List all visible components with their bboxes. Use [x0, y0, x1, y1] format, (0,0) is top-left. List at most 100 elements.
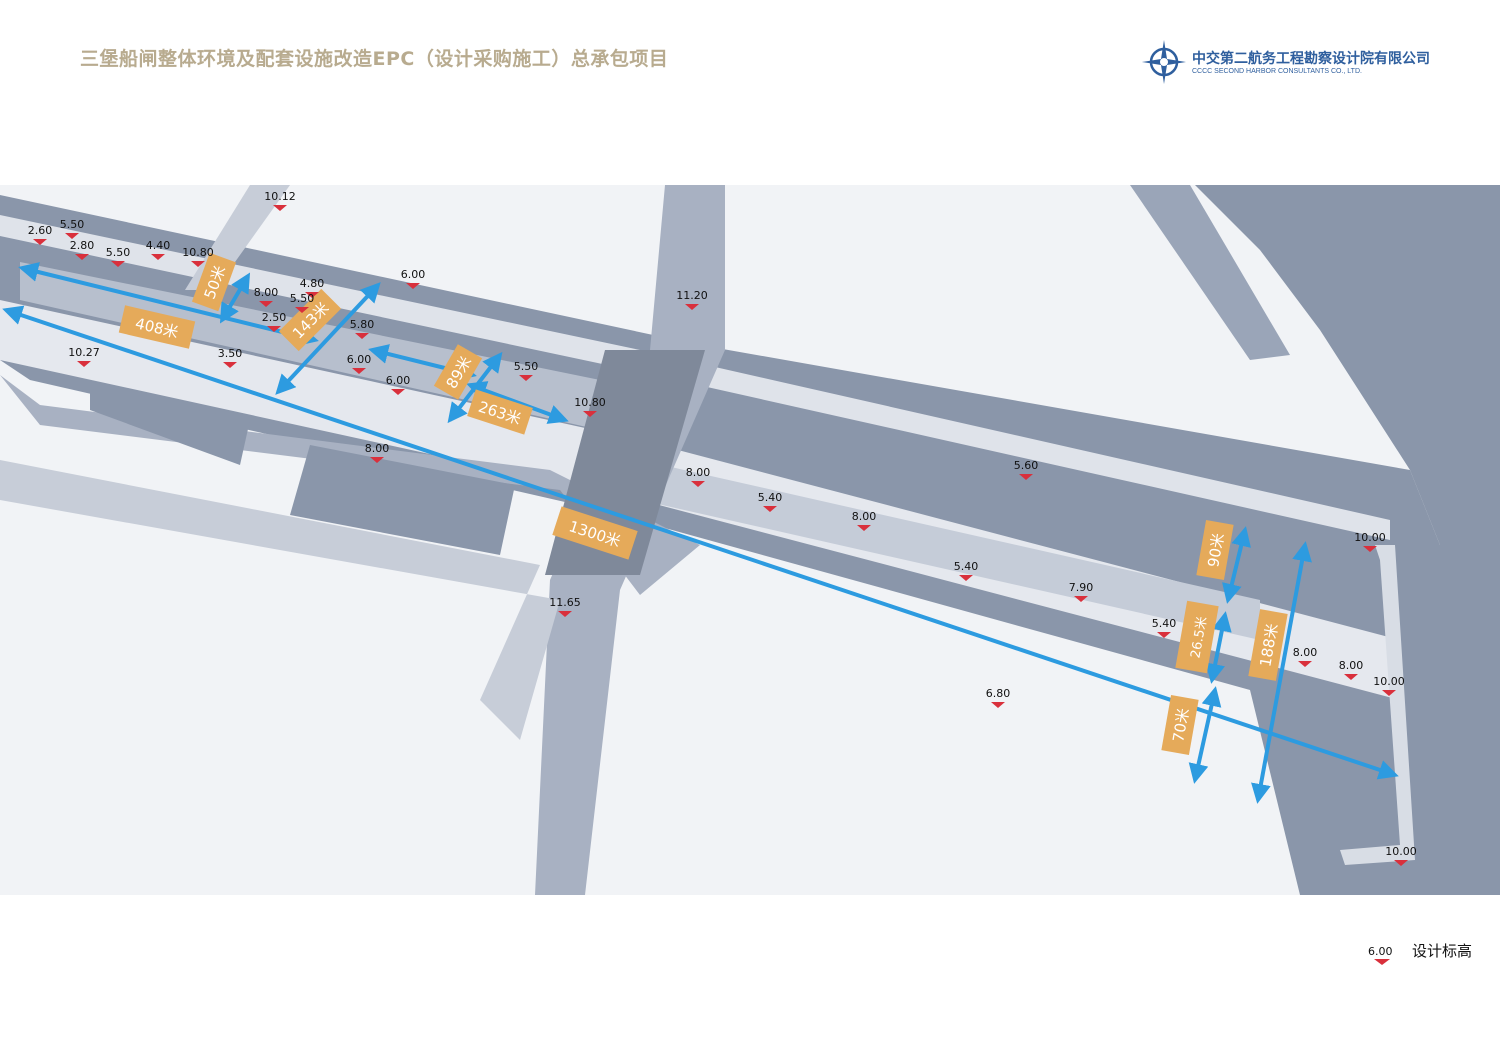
elevation-value: 8.00	[365, 442, 390, 455]
elevation-triangle-icon	[370, 457, 384, 463]
legend-value: 6.00	[1368, 945, 1393, 958]
elevation-marker: 2.80	[70, 239, 94, 260]
elevation-triangle-icon	[519, 375, 533, 381]
elevation-triangle-icon	[151, 254, 165, 260]
arrow-263b	[466, 381, 569, 424]
arrow-188	[1251, 541, 1312, 804]
elevation-marker: 10.80	[574, 396, 606, 417]
dim-box-90: 90米	[1196, 519, 1234, 581]
elevation-triangle-icon	[991, 702, 1005, 708]
elevation-marker: 5.40	[1152, 617, 1176, 638]
elevation-marker: 10.12	[264, 190, 296, 211]
elevation-marker: 5.50	[514, 360, 538, 381]
elevation-triangle-icon	[223, 362, 237, 368]
arrow-1300	[2, 305, 1399, 780]
elevation-marker: 10.80	[182, 246, 214, 267]
elevation-marker: 10.00	[1354, 531, 1386, 552]
dim-box-70: 70米	[1161, 694, 1199, 756]
elevation-marker: 6.00	[386, 374, 411, 395]
elevation-marker: 2.50	[262, 311, 287, 332]
page-title: 三堡船闸整体环境及配套设施改造EPC（设计采购施工）总承包项目	[80, 48, 669, 70]
elevation-triangle-icon	[352, 368, 366, 374]
company-name-cn: 中交第二航务工程勘察设计院有限公司	[1192, 51, 1430, 67]
elevation-marker: 4.80	[300, 277, 325, 298]
elevation-triangle-icon	[1363, 546, 1377, 552]
elevation-triangle-icon	[558, 611, 572, 617]
arrow-50	[219, 272, 251, 324]
dim-text-26-5: 26.5米	[1188, 615, 1210, 659]
elevation-value: 5.50	[106, 246, 131, 259]
legend-label: 设计标高	[1412, 942, 1473, 960]
elevation-value: 8.00	[1339, 659, 1364, 672]
dim-text-70: 70米	[1169, 707, 1193, 744]
elevation-triangle-icon	[583, 411, 597, 417]
elevation-value: 7.90	[1069, 581, 1094, 594]
arrow-143	[275, 282, 381, 395]
arrow-90	[1222, 526, 1251, 604]
elevation-triangle-icon	[65, 233, 79, 239]
elevation-value: 2.60	[28, 224, 53, 237]
elevation-value: 5.50	[290, 292, 315, 305]
elevation-triangle-icon	[1344, 674, 1358, 680]
elevation-marker: 6.80	[986, 687, 1010, 708]
elevation-value: 4.40	[146, 239, 171, 252]
elevation-triangle-icon	[305, 292, 319, 298]
elevation-value: 10.00	[1385, 845, 1417, 858]
elevation-marker: 5.50	[60, 218, 84, 239]
elevation-marker: 7.90	[1069, 581, 1094, 602]
elevation-marker: 2.60	[28, 224, 53, 245]
elevation-triangle-icon	[763, 506, 777, 512]
elevation-triangle-icon	[295, 307, 309, 313]
elevation-value: 8.00	[852, 510, 877, 523]
elevation-marker: 5.60	[1014, 459, 1038, 480]
elevation-marker: 8.00	[1293, 646, 1318, 667]
elevation-marker: 3.50	[218, 347, 243, 368]
dim-box-89: 89米	[433, 344, 483, 400]
dim-box-408: 408米	[118, 305, 196, 349]
elevation-value: 10.27	[68, 346, 100, 359]
river-water	[1195, 185, 1500, 895]
elevation-value: 10.00	[1373, 675, 1405, 688]
elevation-triangle-icon	[1157, 632, 1171, 638]
elevation-triangle-icon	[1019, 474, 1033, 480]
elevation-marker: 5.80	[350, 318, 375, 339]
elevation-value: 8.00	[1293, 646, 1318, 659]
elevation-marker: 5.40	[758, 491, 783, 512]
arrow-26-5	[1205, 611, 1232, 684]
elevation-triangle-icon	[77, 361, 91, 367]
lock-site-plan: 408米 50米 143米 89米 263米 1300米 90米 26.5米 1…	[0, 185, 1500, 895]
elevation-marker: 8.00	[1339, 659, 1364, 680]
elevation-marker: 11.65	[549, 596, 581, 617]
elevation-value: 10.80	[182, 246, 214, 259]
elevation-value: 5.80	[350, 318, 375, 331]
elevation-marker: 8.00	[365, 442, 390, 463]
elevation-triangle-icon	[259, 301, 273, 307]
elevation-triangle-icon	[273, 205, 287, 211]
elevation-triangle-icon	[191, 261, 205, 267]
company-name-en: CCCC SECOND HARBOR CONSULTANTS CO., LTD.	[1192, 68, 1362, 75]
elevation-triangle-icon	[406, 283, 420, 289]
dimension-arrows	[2, 262, 1399, 804]
dim-box-26-5: 26.5米	[1175, 600, 1219, 674]
dim-box-188: 188米	[1248, 609, 1288, 681]
elevation-value: 5.40	[758, 491, 783, 504]
elevation-triangle-icon	[111, 261, 125, 267]
elevation-value: 6.00	[386, 374, 411, 387]
elevation-value: 3.50	[218, 347, 243, 360]
elevation-value: 11.65	[549, 596, 581, 609]
elevation-marker: 10.00	[1373, 675, 1405, 696]
elevation-marker: 10.27	[68, 346, 100, 367]
elevation-value: 4.80	[300, 277, 325, 290]
elevation-value: 2.50	[262, 311, 287, 324]
elevation-triangle-icon	[685, 304, 699, 310]
elevation-value: 10.00	[1354, 531, 1386, 544]
elevation-triangle-icon	[1382, 690, 1396, 696]
elevation-triangle-icon	[1394, 860, 1408, 866]
legend: 6.00 设计标高	[1368, 940, 1488, 970]
elevation-marker: 6.00	[401, 268, 425, 289]
dim-text-90: 90米	[1204, 532, 1228, 569]
elevation-value: 11.20	[676, 289, 708, 302]
elevation-triangle-icon	[391, 389, 405, 395]
elevation-triangle-icon	[1074, 596, 1088, 602]
